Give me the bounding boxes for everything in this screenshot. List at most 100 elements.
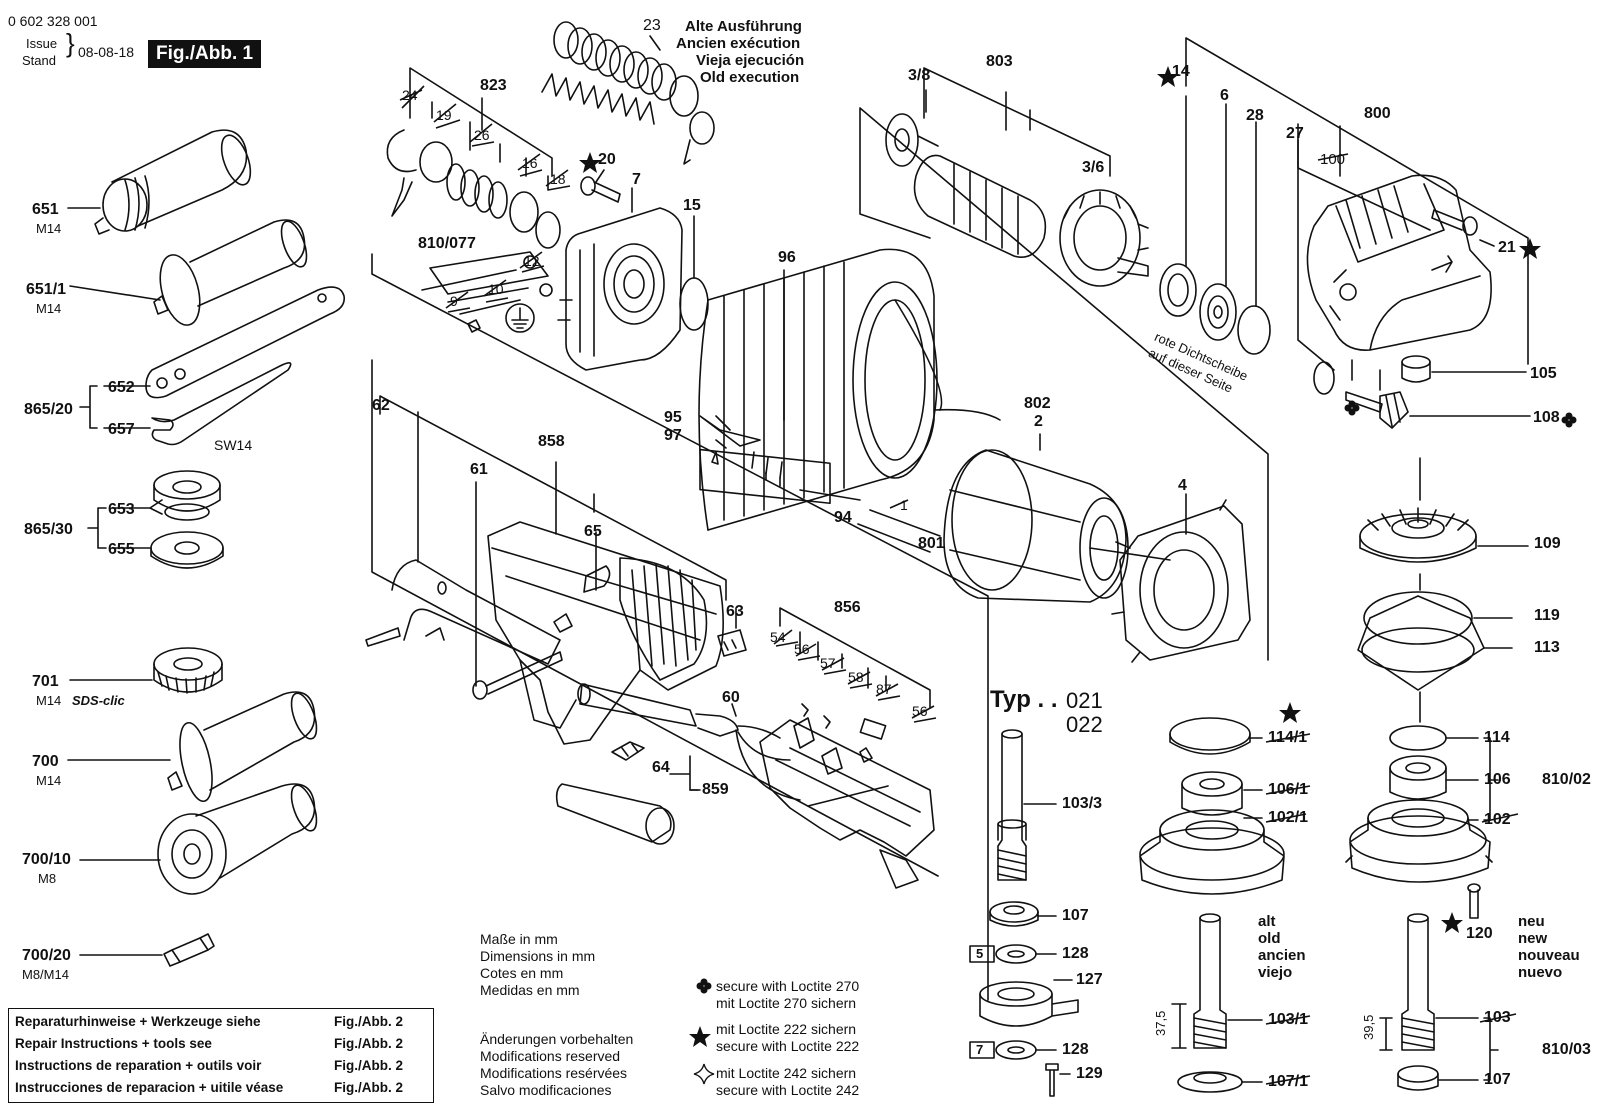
callout-1: 1 — [900, 497, 908, 513]
sds-clic-nut-701 — [154, 648, 222, 693]
washer-16 — [510, 192, 538, 232]
callout-105: 105 — [1530, 365, 1557, 382]
new-word-de: neu — [1518, 913, 1545, 930]
old-word-fr: ancien — [1258, 947, 1306, 964]
callout-21: 21 — [1498, 239, 1516, 256]
callout-114: 114 — [1484, 729, 1510, 746]
modifications-note-en: Modifications reserved — [480, 1048, 621, 1064]
issue-label: Issue — [26, 36, 58, 51]
clip-63 — [718, 630, 746, 656]
new-word-es: nuevo — [1518, 964, 1563, 981]
spindle-103-1 — [1194, 914, 1226, 1048]
callout-119: 119 — [1534, 607, 1560, 624]
callout-28: 28 — [1246, 107, 1264, 124]
seal-107 — [990, 902, 1038, 926]
callout-128-b: 128 — [1062, 1041, 1089, 1058]
callout-16: 16 — [522, 155, 538, 171]
club-cross-icon — [696, 400, 1577, 994]
housing-flange-7 — [558, 208, 682, 370]
callout-107-1: 107/1 — [1268, 1073, 1309, 1090]
callout-700: 700 — [32, 753, 59, 770]
callout-65: 65 — [584, 523, 602, 540]
old-execution-fr: Ancien exécution — [676, 35, 801, 52]
bearing-flange-4 — [1112, 500, 1250, 662]
callout-823: 823 — [480, 77, 507, 94]
callout-108: 108 — [1533, 409, 1560, 426]
callout-128: 128 — [1062, 945, 1089, 962]
spindle-103-3 — [998, 730, 1026, 880]
callout-107: 107 — [1062, 907, 1089, 924]
bearing-flange-102-1 — [1140, 810, 1284, 894]
callout-651: 651 — [32, 201, 59, 218]
callout-113: 113 — [1534, 639, 1560, 656]
callout-7: 7 — [632, 171, 641, 188]
callout-653: 653 — [108, 501, 135, 518]
callout-61: 61 — [470, 461, 488, 478]
callout-10: 10 — [488, 281, 504, 297]
callout-102-1: 102/1 — [1268, 809, 1309, 826]
repair-row-es: Instrucciones de reparacion + uitile véa… — [15, 1080, 284, 1095]
new-word-en: new — [1518, 930, 1548, 947]
gasket-119-113 — [1358, 592, 1484, 690]
callout-9: 9 — [450, 293, 458, 309]
callout-60: 60 — [722, 689, 740, 706]
callout-87: 87 — [876, 681, 892, 697]
bearing-6 — [1200, 284, 1236, 340]
switch-assembly-856 — [760, 704, 934, 888]
callout-3-8: 3/8 — [908, 67, 931, 84]
callout-64: 64 — [652, 759, 670, 776]
version-box-5-label: 5 — [976, 946, 984, 961]
stand-label: Stand — [22, 53, 56, 68]
field-coil-stator-802 — [944, 450, 1128, 602]
callout-15: 15 — [683, 197, 701, 214]
callout-701: 701 — [32, 673, 59, 690]
callout-810-02: 810/02 — [1542, 771, 1591, 788]
typ-022: 022 — [1066, 712, 1103, 737]
typ-label: Typ . . — [990, 686, 1058, 713]
star-icon — [689, 1026, 711, 1047]
washer-128-b — [996, 1041, 1036, 1059]
power-cable-60 — [578, 684, 800, 800]
thread-m14-c: M14 — [36, 693, 62, 708]
nameplate-95 — [700, 450, 830, 504]
repair-row-en: Repair Instructions + tools see — [15, 1036, 212, 1051]
repair-ref-de[interactable]: Fig./Abb. 2 — [334, 1014, 403, 1029]
dimensions-note-de: Maße in mm — [480, 931, 558, 947]
old-word-de: alt — [1258, 913, 1276, 930]
callout-18: 18 — [550, 171, 566, 187]
callout-802: 802 — [1024, 395, 1051, 412]
old-execution-en: Old execution — [700, 69, 800, 86]
callout-56-b: 56 — [912, 703, 928, 719]
repair-ref-fr[interactable]: Fig./Abb. 2 — [334, 1058, 403, 1073]
callout-20: 20 — [598, 151, 616, 168]
repair-ref-en[interactable]: Fig./Abb. 2 — [334, 1036, 403, 1051]
old-execution-es: Vieja ejecución — [696, 52, 805, 69]
callout-2: 2 — [1034, 413, 1043, 430]
pinion-108 — [1346, 392, 1408, 428]
star-icon — [1157, 66, 1179, 87]
callout-657: 657 — [108, 421, 135, 438]
spanner-657 — [152, 363, 291, 445]
cable-clamp — [612, 742, 644, 760]
dimension-39-5: 39,5 — [1361, 1014, 1376, 1040]
new-word-fr: nouveau — [1518, 947, 1580, 964]
screw-129 — [1046, 1064, 1058, 1096]
callout-856: 856 — [834, 599, 861, 616]
callout-94: 94 — [834, 509, 852, 526]
repair-ref-es[interactable]: Fig./Abb. 2 — [334, 1080, 403, 1095]
retaining-ring-114-1 — [1170, 718, 1250, 750]
washer-128 — [996, 945, 1036, 963]
modifications-note-fr: Modifications resérvées — [480, 1065, 628, 1081]
callout-14: 14 — [1172, 63, 1190, 80]
callout-106: 106 — [1484, 771, 1511, 788]
bearing-14 — [1160, 264, 1196, 316]
star-icon — [1519, 238, 1541, 259]
callout-97: 97 — [664, 427, 682, 444]
loctite-222-line1: mit Loctite 222 sichern — [716, 1021, 857, 1037]
callout-95: 95 — [664, 409, 682, 426]
compression-spring-26 — [447, 164, 507, 218]
o-ring-18 — [536, 212, 560, 248]
callout-700-10: 700/10 — [22, 851, 71, 868]
callout-107-b: 107 — [1484, 1071, 1511, 1088]
callout-19: 19 — [436, 107, 452, 123]
